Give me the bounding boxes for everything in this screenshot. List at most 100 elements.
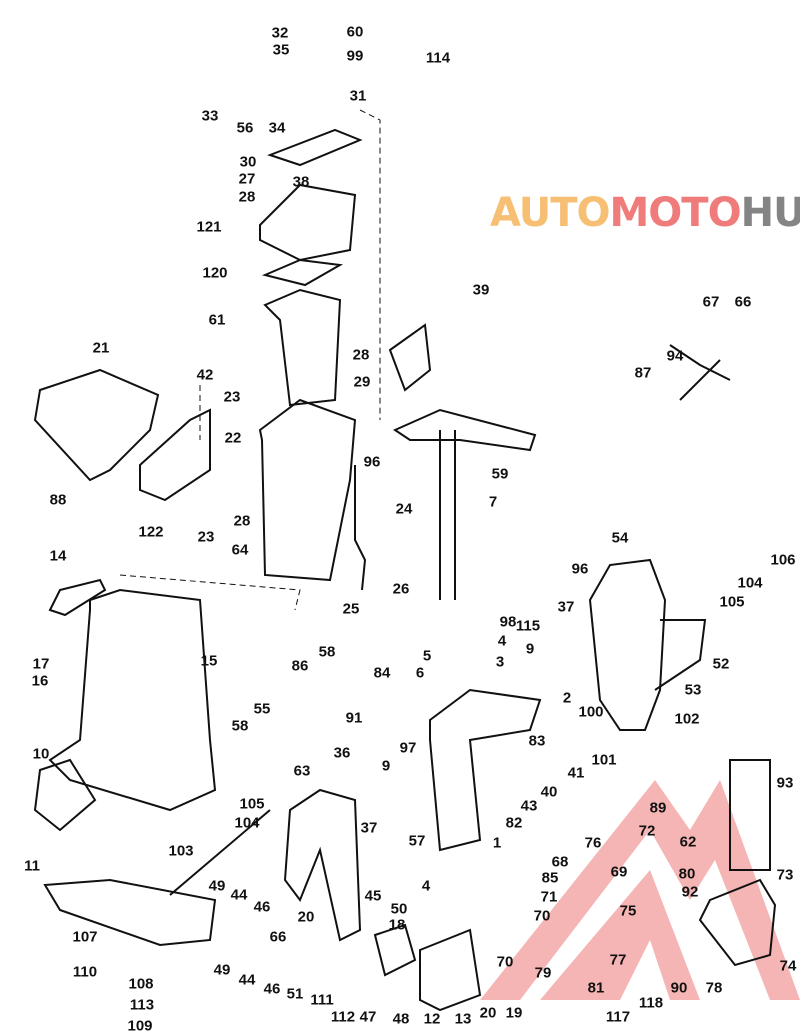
part-number-label: 18 [388,916,406,934]
part-number-label: 52 [712,655,730,673]
part-gasket-120 [261,258,344,287]
part-cover-21 [33,368,160,482]
part-number-label: 91 [345,709,363,727]
part-number-label: 88 [49,491,67,509]
part-number-label: 14 [49,547,67,565]
part-clamp-bracket [283,788,362,942]
part-number-label: 3 [495,653,505,671]
part-number-label: 120 [202,264,228,282]
part-number-label: 96 [363,453,381,471]
part-number-label: 105 [719,593,745,611]
part-number-label: 66 [269,928,287,946]
part-number-label: 35 [272,41,290,59]
part-number-label: 101 [591,751,617,769]
part-number-label: 70 [496,953,514,971]
part-rod-52 [654,619,707,691]
part-number-label: 6 [415,664,425,682]
part-number-label: 107 [72,928,98,946]
part-number-label: 38 [292,173,310,191]
part-number-label: 112 [330,1008,356,1026]
part-number-label: 100 [578,703,604,721]
part-number-label: 62 [679,833,697,851]
part-number-label: 49 [213,961,231,979]
part-number-label: 67 [702,293,720,311]
part-strip-14 [48,578,107,617]
part-number-label: 31 [349,87,367,105]
part-number-label: 114 [425,49,451,67]
part-number-label: 28 [352,346,370,364]
part-number-label: 19 [505,1004,523,1022]
part-number-label: 110 [72,963,98,981]
part-number-label: 37 [360,819,378,837]
part-shock-93 [729,759,771,871]
part-number-label: 46 [253,898,271,916]
part-number-label: 87 [634,364,652,382]
part-number-label: 105 [239,795,265,813]
part-number-label: 53 [684,681,702,699]
part-number-label: 122 [138,523,164,541]
part-number-label: 63 [293,762,311,780]
part-number-label: 69 [610,863,628,881]
part-number-label: 1 [492,834,502,852]
part-number-label: 20 [479,1004,497,1022]
part-number-label: 41 [567,764,585,782]
part-midsection-15 [48,588,217,812]
part-number-label: 42 [196,366,214,384]
part-number-label: 26 [392,580,410,598]
part-number-label: 70 [533,907,551,925]
part-rod-103 [169,809,271,896]
part-number-label: 68 [551,853,569,871]
part-number-label: 115 [515,617,541,635]
part-number-label: 76 [584,834,602,852]
part-number-label: 12 [423,1010,441,1028]
part-number-label: 22 [224,429,242,447]
part-number-label: 86 [291,657,309,675]
part-number-label: 64 [231,541,249,559]
part-number-label: 81 [587,979,605,997]
part-number-label: 74 [779,957,797,975]
part-exhaust-61 [263,288,342,407]
part-number-label: 23 [223,388,241,406]
part-tube-24 [354,465,367,591]
part-number-label: 111 [310,991,334,1009]
part-number-label: 29 [353,373,371,391]
part-number-label: 61 [208,311,226,329]
part-number-label: 44 [238,971,256,989]
part-number-label: 40 [540,783,558,801]
part-number-label: 90 [670,979,688,997]
part-number-label: 47 [359,1008,377,1026]
part-number-label: 99 [346,47,364,65]
part-number-label: 16 [31,672,49,690]
dashed-guide [119,109,381,611]
part-number-label: 113 [129,996,155,1014]
part-number-label: 98 [499,613,517,631]
part-number-label: 85 [541,869,559,887]
part-tilt-lever-94 [669,344,731,401]
part-number-label: 92 [681,883,699,901]
part-number-label: 20 [297,908,315,926]
part-number-label: 46 [263,980,281,998]
part-bracket-74 [698,878,777,967]
watermark-text: AUTOMOTOHUB [490,190,800,236]
part-number-label: 7 [488,493,498,511]
part-number-label: 45 [364,887,382,905]
part-number-label: 13 [454,1010,472,1028]
part-number-label: 32 [271,24,289,42]
part-number-label: 54 [611,529,629,547]
part-plate-10 [33,758,97,832]
part-number-label: 55 [253,700,271,718]
part-number-label: 15 [200,652,218,670]
part-number-label: 51 [286,985,304,1003]
part-number-label: 72 [638,822,656,840]
part-steering-arm [392,408,537,452]
part-number-label: 80 [678,865,696,883]
part-number-label: 11 [24,857,40,875]
part-number-label: 117 [605,1008,631,1026]
part-number-label: 34 [268,119,286,137]
part-number-label: 37 [557,598,575,616]
part-number-label: 25 [342,600,360,618]
part-bracket-42 [139,408,211,502]
part-number-label: 27 [238,170,256,188]
